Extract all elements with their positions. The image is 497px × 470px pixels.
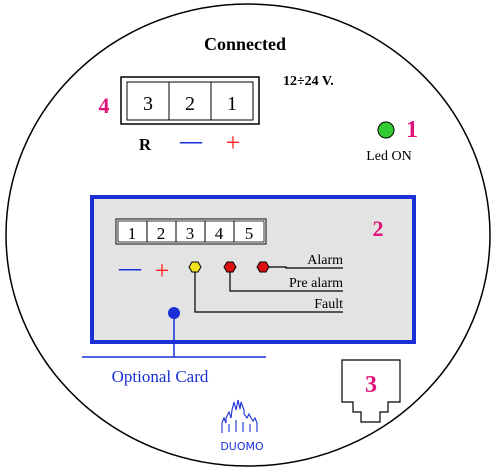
card-minus-sign: —	[118, 255, 142, 280]
top-terminal-block: 3 2 1	[120, 76, 260, 125]
pre-alarm-leader-line	[229, 267, 343, 292]
voltage-label: 12÷24 V.	[283, 74, 334, 89]
pre-alarm-indicator	[223, 261, 237, 273]
top-terminal-cell: 1	[227, 93, 237, 115]
fault-label: Fault	[314, 297, 343, 312]
card-terminal-cell: 3	[186, 224, 195, 243]
card-terminal-cell: 2	[157, 224, 166, 243]
card-terminal-inner	[117, 220, 265, 243]
top-terminal-cell: 2	[185, 93, 195, 115]
terminal-label-r: R	[139, 135, 152, 154]
duomo-logo-icon	[221, 399, 258, 433]
terminal-label-plus: +	[226, 128, 241, 157]
callout-1: 1	[406, 117, 418, 143]
optional-card-label: Optional Card	[112, 367, 209, 386]
fault-leader-line	[194, 267, 343, 313]
card-terminal-cell: 4	[215, 224, 224, 243]
duomo-logo-text: DUOMO	[220, 440, 264, 453]
terminal-label-minus: —	[179, 128, 203, 153]
alarm-leader-line	[263, 266, 343, 269]
pre-alarm-label: Pre alarm	[289, 276, 343, 291]
rj-connector-icon	[341, 359, 401, 423]
card-terminal-cell: 5	[245, 224, 254, 243]
title-connected: Connected	[204, 34, 286, 54]
led-label: Led ON	[366, 149, 412, 164]
alarm-label: Alarm	[307, 253, 343, 268]
callout-4: 4	[99, 93, 110, 118]
callout-3: 3	[365, 372, 377, 398]
callout-2: 2	[373, 216, 384, 241]
card-plus-sign: +	[155, 256, 170, 285]
card-terminal-cell: 1	[128, 224, 137, 243]
fault-indicator	[188, 261, 202, 273]
top-terminal-inner	[126, 81, 254, 121]
led-indicator	[377, 121, 395, 139]
top-terminal-cell: 3	[143, 93, 153, 115]
alarm-indicator	[256, 261, 270, 273]
card-terminal-block: 1 2 3 4 5	[115, 218, 267, 245]
